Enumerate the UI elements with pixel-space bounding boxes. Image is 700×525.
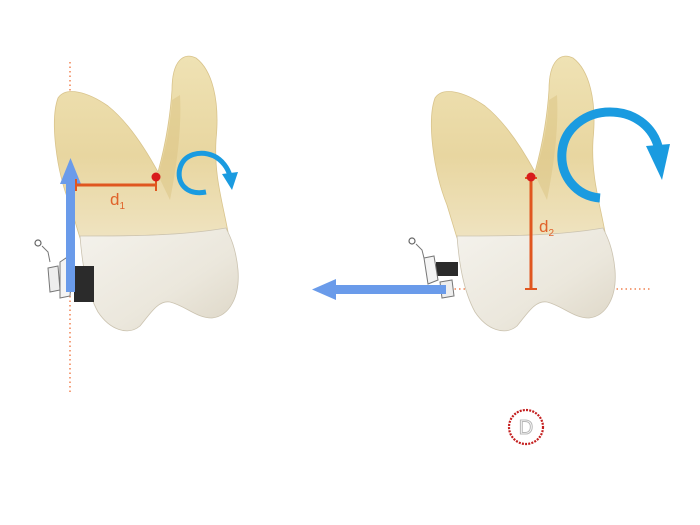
tooth-icon — [431, 55, 616, 332]
center-of-resistance — [151, 172, 161, 182]
force-arrow-icon — [312, 279, 446, 300]
tooth-crown — [79, 227, 239, 332]
panel-left: d1 — [34, 55, 239, 395]
moment-arrow-icon — [557, 107, 663, 203]
tooth-root — [54, 55, 229, 239]
panel-right: d2 — [312, 55, 670, 332]
stamp-icon: D — [507, 408, 545, 446]
tooth-root — [431, 55, 606, 239]
tooth-crown — [456, 227, 616, 332]
stamp-letter: D — [519, 417, 533, 439]
center-of-resistance — [526, 172, 536, 182]
distance-label: d1 — [110, 190, 125, 212]
force-arrow-icon — [60, 158, 81, 292]
moment-arrow-icon — [176, 150, 233, 196]
tooth-icon — [54, 55, 239, 332]
distance-label: d2 — [539, 217, 554, 239]
